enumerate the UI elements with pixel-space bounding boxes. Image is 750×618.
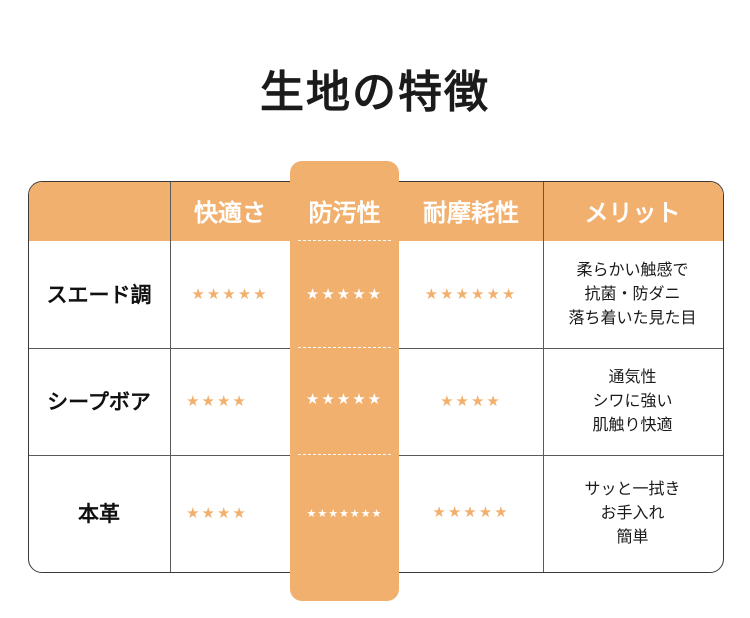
stain-rating: ★★★★★ — [305, 390, 384, 408]
merit-cell: 柔らかい触感で 抗菌・防ダニ 落ち着いた見た目 — [543, 241, 722, 347]
row-label-suede: スエード調 — [46, 283, 152, 307]
header-comfort: 快適さ — [194, 199, 266, 227]
highlight-divider — [298, 240, 391, 241]
comfort-rating: ★★★★ — [186, 504, 248, 522]
merit-line: 通気性 — [608, 367, 657, 386]
stain-rating: ★★★★★ — [305, 285, 384, 303]
merit-line: サッと一拭き — [584, 479, 681, 498]
merit-line: 簡単 — [616, 527, 649, 546]
stain-column-highlight — [290, 161, 399, 601]
comfort-rating: ★★★★★ — [191, 285, 269, 303]
header-stain-resistance: 防汚性 — [308, 199, 381, 227]
merit-cell: サッと一拭き お手入れ 簡単 — [543, 455, 722, 571]
merit-line: 抗菌・防ダニ — [584, 284, 681, 303]
col-divider — [170, 182, 171, 572]
comfort-rating: ★★★★ — [186, 392, 248, 410]
merit-line: 柔らかい触感で — [576, 260, 689, 279]
header-merit: メリット — [584, 199, 681, 227]
merit-cell: 通気性 シワに強い 肌触り快適 — [543, 348, 722, 454]
merit-line: 肌触り快適 — [592, 415, 673, 434]
col-divider — [543, 182, 544, 572]
row-label-sheep-boa: シープボア — [47, 390, 151, 414]
wear-rating: ★★★★★ — [432, 503, 510, 521]
highlight-divider — [298, 347, 391, 348]
wear-rating: ★★★★★★ — [424, 285, 518, 303]
wear-rating: ★★★★ — [440, 392, 502, 410]
row-label-genuine-leather: 本革 — [78, 502, 120, 526]
merit-line: お手入れ — [600, 503, 665, 522]
header-wear-resistance: 耐摩耗性 — [423, 199, 519, 227]
stain-rating: ★★★★★★★ — [306, 506, 383, 520]
merit-line: 落ち着いた見た目 — [568, 308, 697, 327]
highlight-divider — [298, 454, 391, 455]
page-title: 生地の特徴 — [260, 67, 490, 118]
merit-line: シワに強い — [592, 391, 673, 410]
